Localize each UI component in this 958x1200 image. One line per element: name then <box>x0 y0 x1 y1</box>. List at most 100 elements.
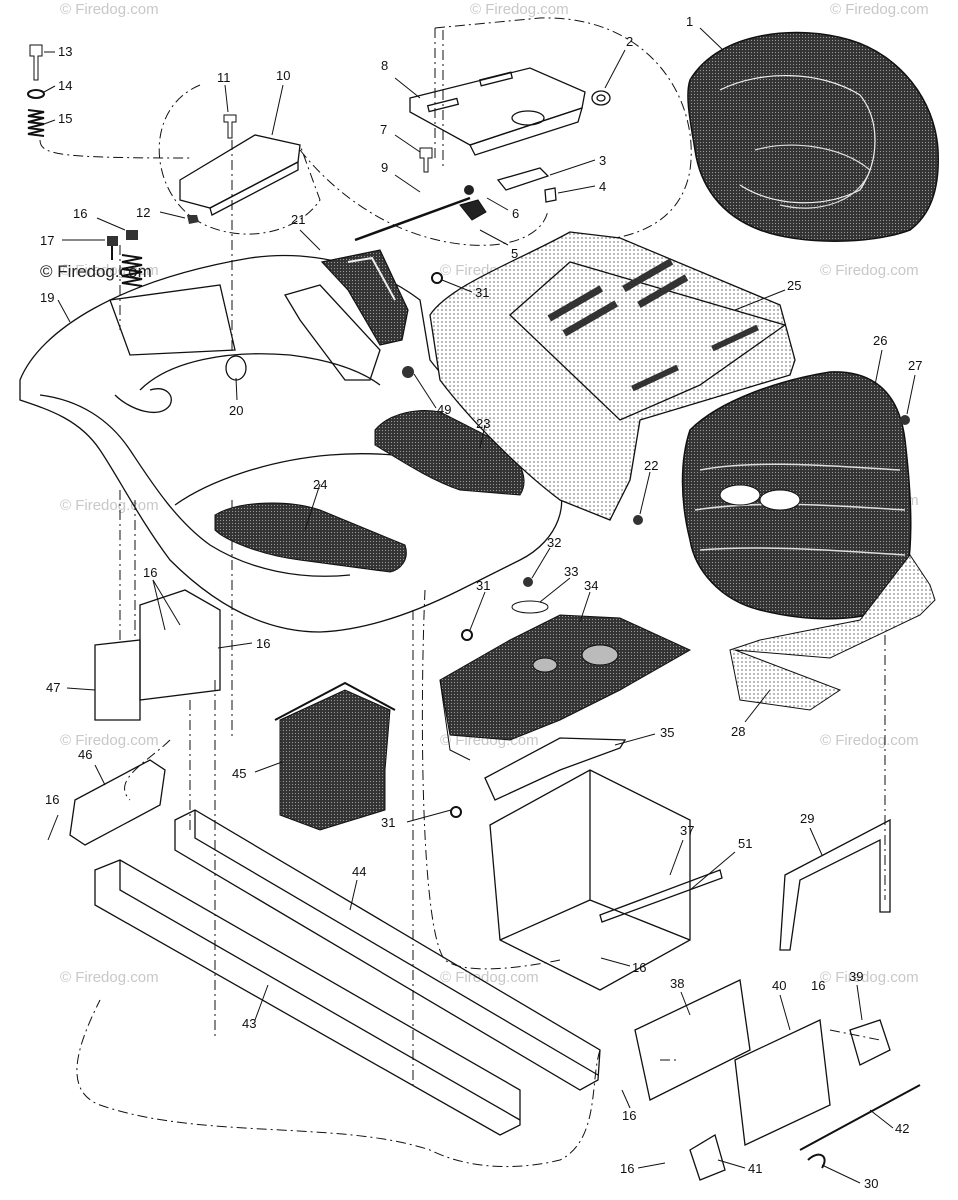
washer-part-33 <box>511 600 549 614</box>
callout-33: 33 <box>564 564 578 579</box>
hood-panel-part-25 <box>429 231 796 521</box>
nut-part-22 <box>633 515 643 525</box>
watermark-text: © Firedog.com <box>440 969 539 986</box>
callout-41: 41 <box>748 1161 762 1176</box>
nut-part-31a <box>431 272 443 284</box>
watermark-text: © Firedog.com <box>60 1 159 18</box>
watermark-text: © Firedog.com <box>60 969 159 986</box>
plate-part-40 <box>734 1019 831 1146</box>
callout-numbers: 1 2 3 4 5 6 7 8 9 10 11 12 13 14 15 16 1… <box>40 14 922 1191</box>
callout-11: 11 <box>217 70 231 85</box>
spring-clip-part-3 <box>496 167 550 191</box>
callout-39: 39 <box>849 969 863 984</box>
nut-part-12 <box>187 215 199 224</box>
fender-insert <box>284 284 381 381</box>
callout-8: 8 <box>381 58 388 73</box>
bushing-part-2 <box>591 90 611 106</box>
callout-43: 43 <box>242 1016 256 1031</box>
knob-part-5 <box>459 185 487 221</box>
nut-part-27 <box>900 415 910 425</box>
callout-19: 19 <box>40 290 54 305</box>
callout-28: 28 <box>731 724 745 739</box>
callout-27: 27 <box>908 358 922 373</box>
callout-37: 37 <box>680 823 694 838</box>
watermark-text: © Firedog.com <box>830 1 929 18</box>
callout-14: 14 <box>58 78 72 93</box>
callout-49: 49 <box>437 402 451 417</box>
callout-44: 44 <box>352 864 366 879</box>
plate-part-41 <box>689 1134 726 1181</box>
callout-31b: 31 <box>476 578 490 593</box>
callout-46: 46 <box>78 747 92 762</box>
callout-12: 12 <box>136 205 150 220</box>
callout-6: 6 <box>512 206 519 221</box>
dash-panel-part-34 <box>439 614 692 761</box>
callout-34: 34 <box>584 578 598 593</box>
watermark-text: © Firedog.com <box>820 732 919 749</box>
foot-mat-part-24 <box>214 502 407 573</box>
callout-16d: 16 <box>45 792 59 807</box>
callout-16: 16 <box>73 206 87 221</box>
callout-35: 35 <box>660 725 674 740</box>
callout-16h: 16 <box>620 1161 634 1176</box>
shift-plate-part-21 <box>320 249 409 346</box>
callout-22: 22 <box>644 458 658 473</box>
callout-3: 3 <box>599 153 606 168</box>
plate-part-38 <box>634 979 751 1101</box>
nut-part-49 <box>402 366 414 378</box>
watermark-text: © Firedog.com <box>470 1 569 18</box>
screw-part-31c <box>450 806 462 818</box>
callout-4: 4 <box>599 179 606 194</box>
watermark-text: © Firedog.com <box>820 262 919 279</box>
callout-10: 10 <box>276 68 290 83</box>
bracket-part-16a <box>139 589 221 701</box>
rod-part-51 <box>599 869 723 923</box>
callout-25: 25 <box>787 278 801 293</box>
callout-20: 20 <box>229 403 243 418</box>
bolt-part-17 <box>107 236 118 260</box>
callout-29: 29 <box>800 811 814 826</box>
seat-pan-part-8 <box>409 67 586 156</box>
pedestal-part-37 <box>489 769 691 991</box>
callout-47: 47 <box>46 680 60 695</box>
battery-box-part-45 <box>274 681 396 831</box>
screw-part-4 <box>544 187 557 203</box>
assembly-lines <box>39 17 886 1168</box>
callout-40: 40 <box>772 978 786 993</box>
callout-16e: 16 <box>632 960 646 975</box>
callout-13: 13 <box>58 44 72 59</box>
frame-rail-part-43 <box>94 859 521 1136</box>
foot-mat-part-23 <box>374 410 525 496</box>
callout-31: 31 <box>475 285 489 300</box>
callout-30: 30 <box>864 1176 878 1191</box>
callout-9: 9 <box>381 160 388 175</box>
callout-26: 26 <box>873 333 887 348</box>
watermark-text: © Firedog.com <box>60 497 159 514</box>
callout-16g: 16 <box>622 1108 636 1123</box>
callout-42: 42 <box>895 1121 909 1136</box>
callout-16f: 16 <box>811 978 825 993</box>
callout-38: 38 <box>670 976 684 991</box>
spring-stack-part-16 <box>121 230 143 287</box>
callout-2: 2 <box>626 34 633 49</box>
seat-part-1 <box>687 31 939 242</box>
callout-7: 7 <box>380 122 387 137</box>
callout-17: 17 <box>40 233 54 248</box>
callout-21: 21 <box>291 212 305 227</box>
callout-1: 1 <box>686 14 693 29</box>
spring-part-15 <box>27 109 45 137</box>
box-part-47 <box>94 639 141 721</box>
callout-23: 23 <box>476 416 490 431</box>
bumper-part-28 <box>729 554 936 711</box>
callout-24: 24 <box>313 477 327 492</box>
bracket-part-29 <box>779 818 891 951</box>
bolt-part-11 <box>223 114 237 139</box>
leader-lines <box>43 27 916 1184</box>
watermark-text: © Firedog.com <box>820 969 919 986</box>
bracket-part-39 <box>849 1019 891 1066</box>
callout-45: 45 <box>232 766 246 781</box>
callout-31c: 31 <box>381 815 395 830</box>
frame-rail-part-44 <box>174 809 601 1091</box>
rod-part-42 <box>799 1084 921 1151</box>
